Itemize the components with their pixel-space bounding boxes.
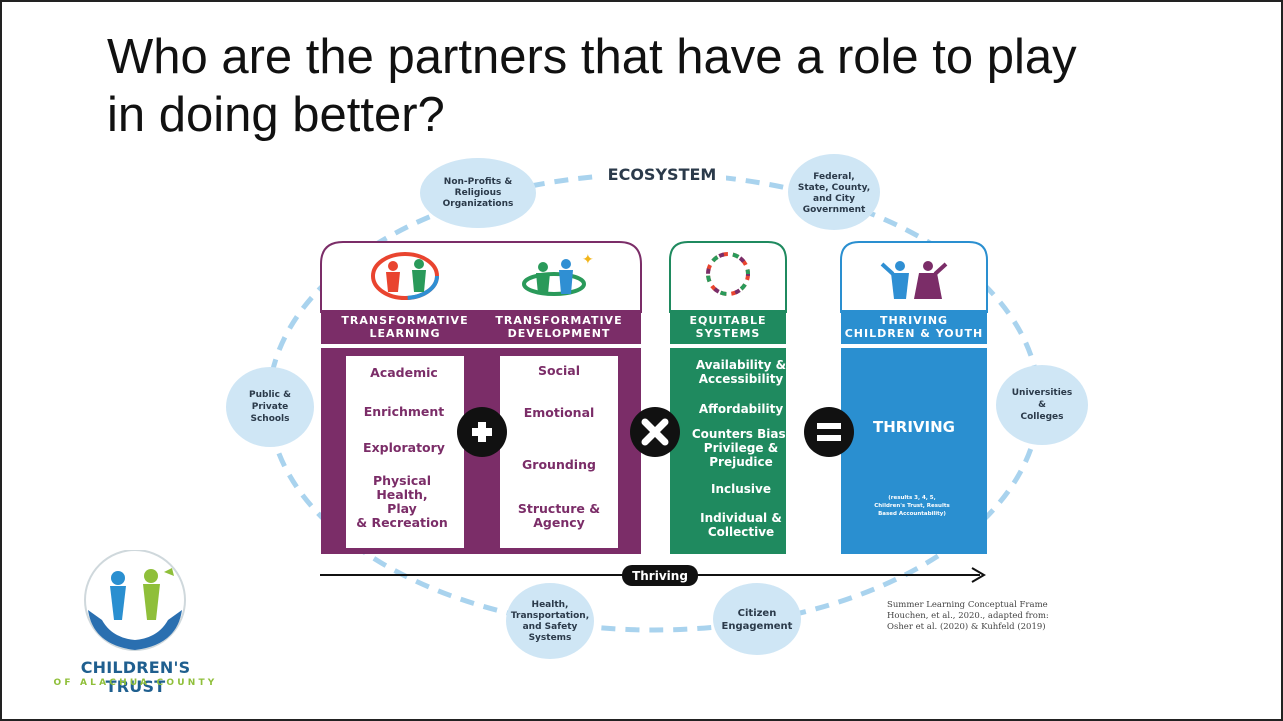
partner-label: Schools: [250, 414, 289, 424]
transformative-header-band: [321, 310, 641, 344]
partner-citizen: Citizen Engagement: [713, 583, 801, 655]
thriving-arrow-label: Thriving: [632, 569, 688, 583]
equitable-item: Collective: [708, 525, 774, 539]
thriving-children-icon: [880, 261, 948, 299]
child-green-icon: [144, 569, 158, 583]
title-line-1: Who are the partners that have a role to…: [107, 30, 1077, 84]
equitable-item: Prejudice: [709, 455, 772, 469]
development-item: Structure &: [518, 501, 600, 516]
learning-item: Enrichment: [364, 404, 445, 419]
equitable-item: Availability &: [696, 358, 786, 372]
partner-label: State, County,: [798, 183, 870, 193]
partner-label: Systems: [529, 633, 572, 643]
partner-label: Colleges: [1021, 412, 1064, 422]
logo-name: CHILDREN'S TRUST: [80, 658, 191, 696]
thriving-header-line2: CHILDREN & YOUTH: [845, 327, 984, 340]
childrens-trust-logo: [84, 550, 186, 651]
partner-label: Religious: [455, 188, 502, 198]
partner-label: Universities: [1012, 388, 1073, 398]
development-items-panel: [500, 356, 618, 548]
partner-label: and Safety: [523, 622, 578, 632]
ecosystem-label: ECOSYSTEM: [608, 165, 717, 184]
partner-label: Citizen: [738, 608, 777, 619]
partner-nonprofits: Non-Profits & Religious Organizations: [420, 158, 536, 228]
partner-label: and City: [813, 194, 855, 204]
thriving-note: (results 3, 4, 5,: [888, 495, 935, 501]
title-line-2: in doing better?: [107, 88, 445, 142]
equitable-header-line2: SYSTEMS: [696, 327, 761, 340]
equitable-header-band: [670, 310, 786, 344]
partner-label: &: [1038, 400, 1046, 410]
learning-item: Play: [387, 501, 417, 516]
partner-label: Government: [803, 205, 866, 215]
learning-header-line2: LEARNING: [369, 327, 440, 340]
equitable-body: [670, 348, 786, 554]
equitable-item: Individual &: [700, 511, 782, 525]
development-header-line1: TRANSFORMATIVE: [495, 314, 622, 327]
learning-item: Exploratory: [363, 440, 445, 455]
partner-government: Federal, State, County, and City Governm…: [788, 154, 880, 230]
development-icon: ✦: [522, 251, 594, 296]
partner-label: Public &: [249, 390, 291, 400]
learning-items-panel: [346, 356, 464, 548]
learning-header-line1: TRANSFORMATIVE: [341, 314, 468, 327]
child-blue-icon: [111, 571, 125, 585]
partner-label: Federal,: [813, 172, 854, 182]
equitable-item: Counters Bias,: [692, 427, 790, 441]
slide-title: Who are the partners that have a role to…: [107, 28, 1187, 144]
learning-item: Physical: [373, 473, 431, 488]
thriving-body: [841, 348, 987, 554]
learning-item: Health,: [376, 487, 427, 502]
logo-subtitle: OF ALACHUA COUNTY: [53, 678, 218, 688]
star-icon: ✦: [582, 251, 594, 267]
learning-icon: [371, 252, 439, 300]
thriving-note: Children's Trust, Results: [874, 503, 950, 509]
development-item: Agency: [533, 515, 585, 530]
citation-line: Osher et al. (2020) & Kuhfeld (2019): [887, 621, 1046, 632]
development-header-line2: DEVELOPMENT: [508, 327, 611, 340]
thriving-header-band: [841, 310, 987, 344]
learning-item: & Recreation: [356, 515, 448, 530]
development-item: Emotional: [524, 405, 595, 420]
thriving-arrow: Thriving: [320, 565, 986, 586]
partner-label: Engagement: [722, 621, 793, 632]
partner-label: Health,: [532, 600, 569, 610]
equitable-item: Accessibility: [699, 372, 784, 386]
thriving-header-card: [840, 241, 988, 313]
development-item: Social: [538, 363, 580, 378]
learning-item: Academic: [370, 365, 438, 380]
plus-icon: [457, 407, 507, 457]
equitable-item: Privilege &: [704, 441, 778, 455]
equitable-icon: [706, 252, 750, 296]
partner-universities: Universities & Colleges: [996, 365, 1088, 445]
partner-label: Organizations: [443, 199, 514, 209]
hands-icon: [88, 610, 182, 650]
partner-label: Private: [252, 402, 288, 412]
equitable-header-line1: EQUITABLE: [690, 314, 767, 327]
partner-schools: Public & Private Schools: [226, 367, 314, 447]
partner-health: Health, Transportation, and Safety Syste…: [506, 583, 594, 659]
equitable-header-card: [669, 241, 787, 313]
multiply-icon: [630, 407, 680, 457]
equals-icon: [804, 407, 854, 457]
equitable-item: Inclusive: [711, 482, 771, 496]
citation-line: Houchen, et al., 2020., adapted from:: [887, 611, 1049, 621]
equitable-item: Affordability: [699, 402, 784, 416]
ecosystem-label-bg: [598, 161, 726, 187]
citation: Summer Learning Conceptual Frame Houchen…: [887, 600, 1049, 632]
thriving-header-line1: THRIVING: [880, 314, 948, 327]
citation-line: Summer Learning Conceptual Frame: [887, 600, 1048, 610]
partner-label: Non-Profits &: [444, 177, 513, 187]
partner-label: Transportation,: [511, 611, 589, 621]
thriving-note: Based Accountability): [878, 511, 946, 517]
thriving-main-label: THRIVING: [873, 418, 955, 436]
development-item: Grounding: [522, 457, 596, 472]
